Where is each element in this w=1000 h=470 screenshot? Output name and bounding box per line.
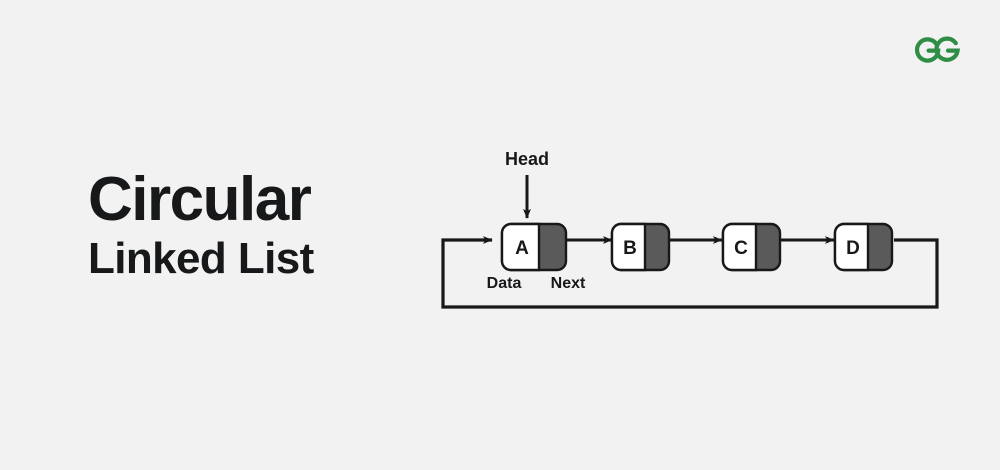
list-node-d: D (833, 222, 894, 272)
data-field-label: Data (487, 275, 522, 292)
node-field-labels: Data Next (487, 275, 586, 292)
node-c-data-cell (721, 222, 758, 272)
next-field-label: Next (551, 275, 586, 292)
list-node-a: A (500, 222, 568, 272)
title-line-linked-list: Linked List (88, 234, 314, 284)
node-a-value: A (515, 238, 529, 259)
node-d-data-cell (833, 222, 870, 272)
node-b-data-cell (610, 222, 647, 272)
head-label: Head (505, 149, 549, 169)
list-node-b: B (610, 222, 671, 272)
head-pointer: Head (505, 149, 549, 219)
node-a-data-cell (500, 222, 541, 272)
page-title: Circular Linked List (88, 168, 428, 286)
node-b-value: B (623, 238, 637, 259)
circular-return-path (441, 236, 939, 309)
node-c-value: C (734, 238, 748, 259)
circular-linked-list-diagram: Head A Data Next B (420, 130, 960, 330)
node-d-value: D (846, 238, 860, 259)
list-node-c: C (721, 222, 782, 272)
geeksforgeeks-logo (912, 28, 970, 68)
title-line-circular: Circular (88, 165, 312, 234)
